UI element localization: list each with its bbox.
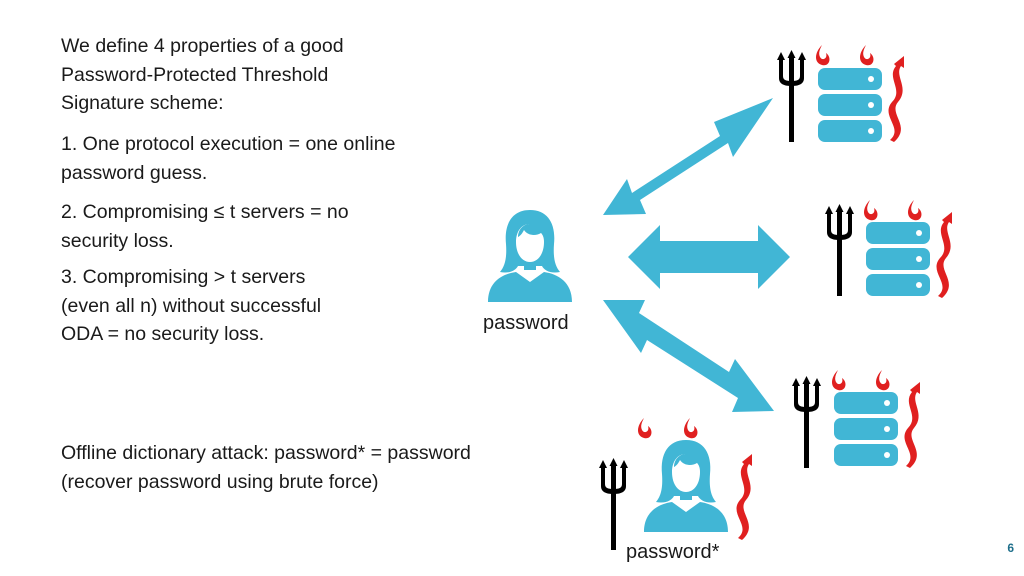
devil-tail-icon xyxy=(904,382,920,468)
user-password-label: password xyxy=(483,312,569,334)
devil-horn-icon xyxy=(816,45,830,66)
compromised-server-1 xyxy=(777,45,904,142)
devil-horn-icon xyxy=(638,418,652,439)
user-icon xyxy=(488,210,572,302)
property-1: 1. One protocol execution = one online p… xyxy=(61,130,501,187)
oda-line: Offline dictionary attack: password* = p… xyxy=(61,442,471,464)
property-line: 2. Compromising ≤ t servers = no xyxy=(61,201,349,223)
intro-line: Password-Protected Threshold xyxy=(61,63,329,86)
property-line: security loss. xyxy=(61,229,174,252)
devil-tail-icon xyxy=(888,56,904,142)
double-arrow-top xyxy=(603,98,773,215)
property-3: 3. Compromising > t servers (even all n)… xyxy=(61,263,501,349)
attacker xyxy=(599,418,752,550)
property-line: ODA = no security loss. xyxy=(61,323,265,345)
intro-line: We define 4 properties of a good xyxy=(61,35,344,57)
compromised-server-3 xyxy=(792,370,920,468)
devil-horn-icon xyxy=(864,200,878,221)
devil-horn-icon xyxy=(908,200,922,221)
trident-icon xyxy=(599,458,628,550)
intro-text: We define 4 properties of a good Passwor… xyxy=(61,32,344,118)
database-icon xyxy=(834,392,898,466)
double-arrow-middle xyxy=(628,225,790,289)
property-line: (even all n) without successful xyxy=(61,294,322,317)
database-icon xyxy=(818,68,882,142)
oda-line: (recover password using brute force) xyxy=(61,470,379,493)
property-2: 2. Compromising ≤ t servers = no securit… xyxy=(61,198,501,255)
devil-tail-icon xyxy=(936,212,952,298)
attacker-icon xyxy=(644,440,728,532)
offline-dictionary-attack-text: Offline dictionary attack: password* = p… xyxy=(61,439,471,496)
devil-horn-icon xyxy=(860,45,874,66)
property-line: 1. One protocol execution = one online xyxy=(61,133,396,155)
devil-tail-icon xyxy=(736,454,752,540)
intro-line: Signature scheme: xyxy=(61,92,224,114)
property-line: password guess. xyxy=(61,161,208,184)
attacker-password-label: password* xyxy=(626,541,720,563)
devil-horn-icon xyxy=(684,418,698,439)
double-arrow-bottom xyxy=(603,300,774,412)
compromised-server-2 xyxy=(825,200,952,298)
trident-icon xyxy=(777,50,806,142)
trident-icon xyxy=(792,376,821,468)
page-number: 6 xyxy=(1007,541,1014,555)
database-icon xyxy=(866,222,930,296)
devil-horn-icon xyxy=(832,370,846,391)
property-line: 3. Compromising > t servers xyxy=(61,266,306,288)
trident-icon xyxy=(825,204,854,296)
devil-horn-icon xyxy=(876,370,890,391)
